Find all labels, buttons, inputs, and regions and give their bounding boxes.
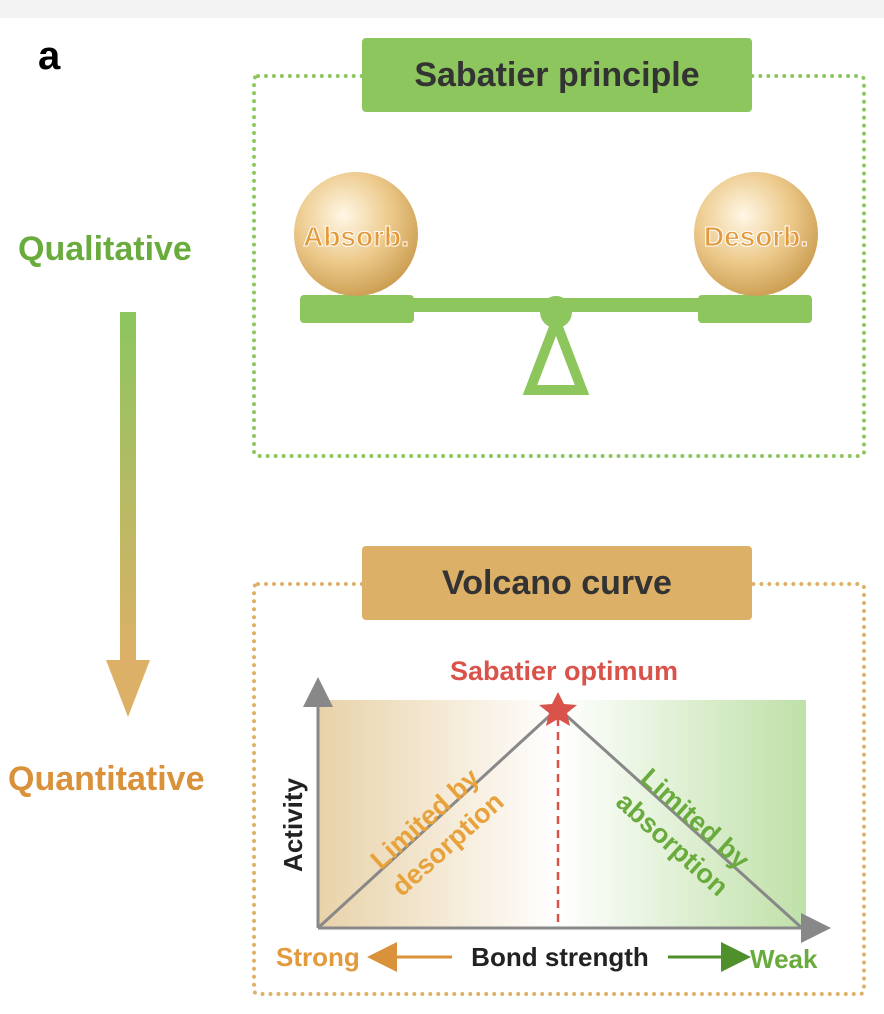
balance-scale: Absorb. Desorb. xyxy=(294,172,818,395)
volcano-left-leg xyxy=(316,706,560,930)
volcano-chart: Sabatier optimum Activity Limited by des… xyxy=(276,656,831,974)
left-pan xyxy=(300,295,414,323)
absorption-region xyxy=(558,700,806,928)
sabatier-principle-title: Sabatier principle xyxy=(362,38,752,112)
right-pan xyxy=(698,295,812,323)
x-axis-title: Bond strength xyxy=(471,942,649,972)
qualitative-to-quantitative-arrow xyxy=(106,312,150,717)
absorb-label: Absorb. xyxy=(303,221,409,252)
top-band xyxy=(0,0,884,18)
optimum-star-icon xyxy=(539,692,577,726)
volcano-curve-title: Volcano curve xyxy=(362,546,752,620)
quantitative-label: Quantitative xyxy=(8,760,205,798)
y-axis-label: Activity xyxy=(278,778,308,872)
desorb-label: Desorb. xyxy=(704,221,808,252)
panel-letter: a xyxy=(38,34,61,78)
x-axis-weak-label: Weak xyxy=(750,944,818,974)
volcano-right-leg xyxy=(556,706,804,930)
desorb-ball xyxy=(694,172,818,296)
qualitative-label: Qualitative xyxy=(18,230,192,268)
absorb-ball xyxy=(294,172,418,296)
optimum-label: Sabatier optimum xyxy=(450,656,678,686)
x-axis-strong-label: Strong xyxy=(276,942,360,972)
stand-icon xyxy=(522,307,590,395)
